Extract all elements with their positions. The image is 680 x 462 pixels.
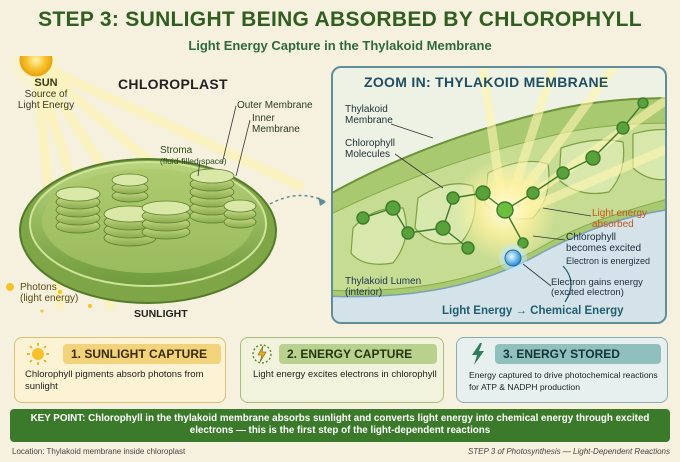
lumen-note: (interior) bbox=[345, 287, 383, 298]
card-body: Chlorophyll pigments absorb photons from… bbox=[25, 369, 204, 392]
chlorophyll-excited-label: Chlorophyll becomes excited bbox=[566, 232, 642, 254]
page-title: STEP 3: SUNLIGHT BEING ABSORBED BY CHLOR… bbox=[38, 8, 642, 31]
thylakoid-membrane-label: Thylakoid Membrane bbox=[345, 104, 393, 126]
footer-location: Location: Thylakoid membrane inside chlo… bbox=[12, 447, 186, 456]
photons-note: (light energy) bbox=[20, 293, 79, 304]
stroma-label: Stroma (fluid-filled space) bbox=[160, 145, 227, 167]
sun-label: SUN Source of Light Energy bbox=[14, 77, 78, 112]
chloroplast-illustration bbox=[6, 56, 327, 313]
photon-icon bbox=[6, 283, 14, 291]
page-subtitle: Light Energy Capture in the Thylakoid Me… bbox=[188, 38, 492, 53]
card-title: 2. ENERGY CAPTURE bbox=[279, 344, 437, 364]
chlorophyll-molecules-label: Chlorophyll Molecules bbox=[345, 138, 396, 160]
card-energy-stored: 3. ENERGY STORED Energy captured to driv… bbox=[456, 337, 668, 403]
stroma-name: Stroma bbox=[160, 145, 193, 156]
electron-icon bbox=[504, 249, 522, 267]
key-point-banner: KEY POINT: Chlorophyll in the thylakoid … bbox=[10, 409, 670, 442]
sunlight-label: SUNLIGHT bbox=[134, 308, 188, 320]
card-title: 3. ENERGY STORED bbox=[495, 344, 661, 364]
chlorophyll-molecules bbox=[356, 97, 649, 255]
card-energy-capture: 2. ENERGY CAPTURE Light energy excites e… bbox=[240, 337, 444, 403]
footer-step: STEP 3 of Photosynthesis — Light-Depende… bbox=[467, 447, 670, 456]
lightning-icon bbox=[472, 343, 484, 365]
lumen-name: Thylakoid Lumen bbox=[345, 276, 422, 287]
stroma-note: (fluid-filled space) bbox=[160, 156, 227, 166]
card-sunlight-capture: 1. SUNLIGHT CAPTURE Chlorophyll pigments… bbox=[14, 337, 226, 403]
energy-conversion-label: Light Energy → Chemical Energy bbox=[442, 305, 624, 317]
photons-name: Photons bbox=[20, 282, 57, 293]
electron-gains-note: (excited electron) bbox=[551, 287, 624, 298]
chloroplast-title: CHLOROPLAST bbox=[118, 76, 228, 92]
light-absorbed-label: Light energy absorbed bbox=[592, 208, 648, 230]
sun-icon bbox=[27, 343, 49, 365]
card-body: Light energy excites electrons in chloro… bbox=[253, 369, 437, 380]
outer-membrane-label: Outer Membrane bbox=[237, 100, 313, 111]
thylakoid-lumen-label: Thylakoid Lumen (interior) bbox=[345, 276, 421, 298]
photons-label: Photons (light energy) bbox=[8, 282, 78, 304]
electron-gains-label: Electron gains energy (excited electron) bbox=[551, 278, 643, 298]
sun-title: SUN bbox=[34, 77, 58, 89]
electron-energized-label: Electron is energized bbox=[566, 256, 651, 266]
card-title: 1. SUNLIGHT CAPTURE bbox=[63, 344, 221, 364]
grana-stacks bbox=[55, 168, 257, 247]
inner-membrane-label: Inner Membrane bbox=[252, 113, 300, 135]
thylakoid-illustration bbox=[333, 68, 665, 322]
card-body: Energy captured to drive photochemical r… bbox=[469, 370, 658, 392]
electron-gains-name: Electron gains energy bbox=[551, 277, 643, 288]
sun-caption: Source of Light Energy bbox=[17, 89, 75, 111]
zoom-panel bbox=[331, 66, 667, 324]
sun-icon bbox=[19, 56, 53, 77]
zoom-title: ZOOM IN: THYLAKOID MEMBRANE bbox=[364, 74, 609, 90]
energy-burst-icon bbox=[252, 344, 272, 364]
